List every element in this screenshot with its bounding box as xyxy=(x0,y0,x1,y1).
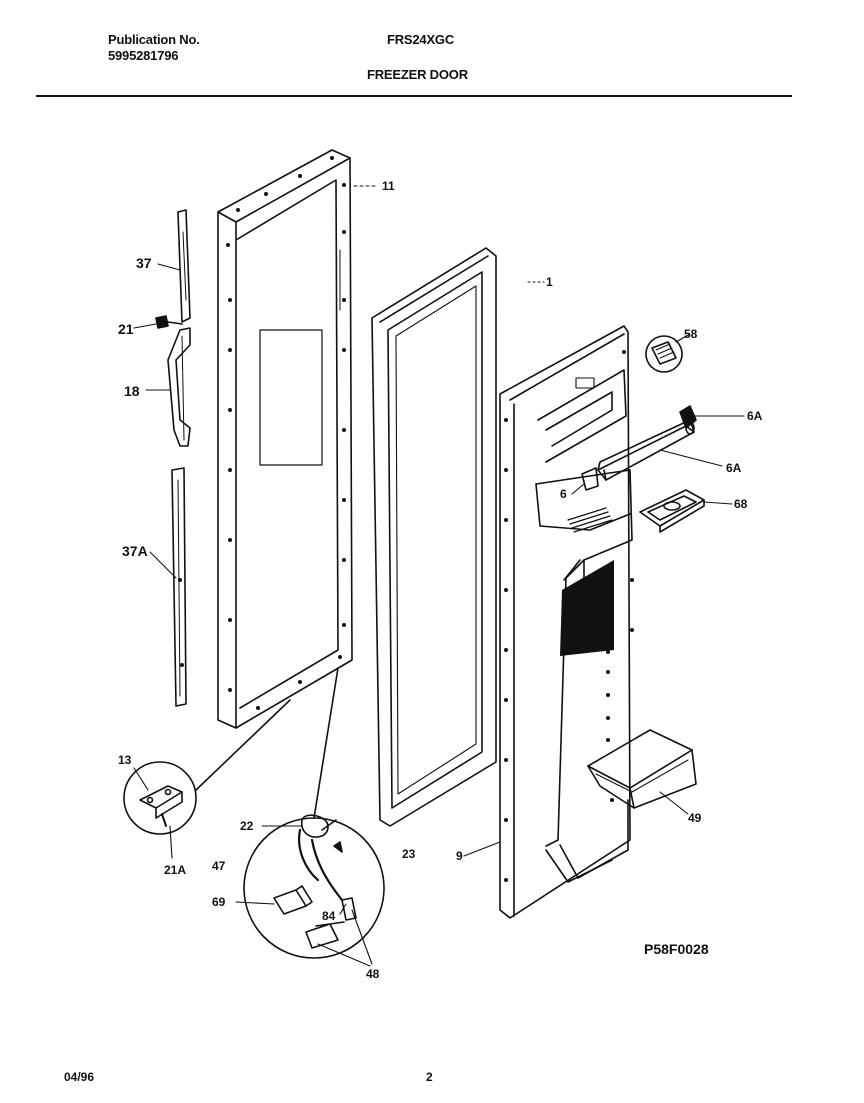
publication-number: 5995281796 xyxy=(108,48,179,63)
callout-84: 84 xyxy=(322,909,336,923)
callout-47: 47 xyxy=(212,859,226,873)
callout-11: 11 xyxy=(382,179,395,193)
part-68-button xyxy=(639,489,705,533)
wiring-detail xyxy=(243,667,385,959)
publication-label: Publication No. xyxy=(108,32,200,47)
handle-trim-upper xyxy=(177,209,191,323)
callout-1: 1 xyxy=(546,275,553,289)
footer-page-number: 2 xyxy=(426,1070,433,1084)
inner-door-liner xyxy=(499,325,634,919)
hinge-detail xyxy=(123,699,291,835)
callout-6a-bar: 6A xyxy=(726,461,742,475)
handle-trim-lower xyxy=(171,467,187,707)
callout-6: 6 xyxy=(560,487,567,501)
callout-13: 13 xyxy=(118,753,132,767)
screw-21 xyxy=(155,315,183,329)
callout-49: 49 xyxy=(688,811,702,825)
door-handle xyxy=(167,327,191,447)
leader-lines xyxy=(133,185,745,967)
callout-21: 21 xyxy=(118,321,134,337)
callout-37a: 37A xyxy=(122,543,148,559)
part-49-shelf xyxy=(587,729,697,809)
footer-date: 04/96 xyxy=(64,1070,95,1084)
vent-grille xyxy=(567,507,613,533)
callout-18: 18 xyxy=(124,383,140,399)
callout-58: 58 xyxy=(684,327,698,341)
door-gasket xyxy=(371,247,497,827)
callout-9: 9 xyxy=(456,849,463,863)
callout-69: 69 xyxy=(212,895,226,909)
model-number: FRS24XGC xyxy=(387,32,455,47)
liner-screw-holes xyxy=(504,350,634,882)
callout-37: 37 xyxy=(136,255,152,271)
part-6-clip xyxy=(581,467,599,491)
callout-48: 48 xyxy=(366,967,380,981)
header-rule xyxy=(36,95,792,97)
outer-door-panel xyxy=(217,149,353,729)
callout-68: 68 xyxy=(734,497,748,511)
part-58-bumper xyxy=(645,335,683,373)
section-title: FREEZER DOOR xyxy=(367,67,468,82)
callout-6a-clip: 6A xyxy=(747,409,763,423)
callout-21a: 21A xyxy=(164,863,186,877)
callout-22: 22 xyxy=(240,819,254,833)
callout-23: 23 xyxy=(402,847,416,861)
panel-screw-holes xyxy=(226,156,346,710)
part-6a-bar xyxy=(597,419,695,481)
diagram-code: P58F0028 xyxy=(644,941,709,957)
